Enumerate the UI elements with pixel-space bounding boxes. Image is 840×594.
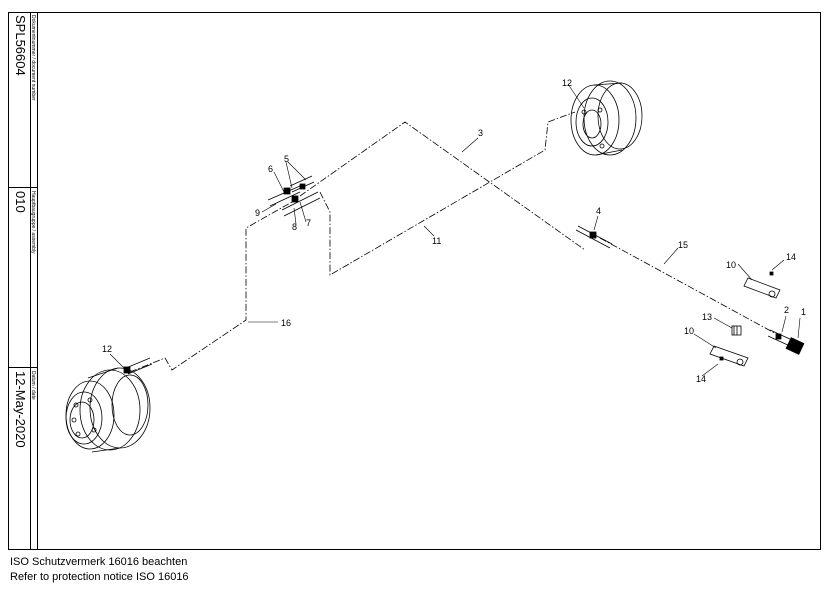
doc-number-cell: Dokumentnummer / document number SPL5660… xyxy=(8,12,37,188)
protection-notice-en: Refer to protection notice ISO 16016 xyxy=(10,571,189,583)
pipe-line-15 xyxy=(599,237,781,337)
drawing-frame xyxy=(8,12,821,550)
date-cell: Datum / date 12-May-2020 xyxy=(8,368,37,549)
gear-part-13 xyxy=(731,325,742,336)
pipe-line-3 xyxy=(299,121,586,251)
callout-9: 9 xyxy=(255,208,260,218)
plug-parts-1-2 xyxy=(767,329,805,355)
protection-notice-de: ISO Schutzvermerk 16016 beachten xyxy=(10,556,188,568)
callout-5: 5 xyxy=(284,154,289,164)
callout-12-left: 12 xyxy=(102,344,112,354)
title-block: Dokumentnummer / document number SPL5660… xyxy=(8,12,38,550)
callout-4: 4 xyxy=(596,206,601,216)
callout-6: 6 xyxy=(268,164,273,174)
fitting-cluster xyxy=(267,175,321,217)
callout-16: 16 xyxy=(281,318,291,328)
pipe-line-11 xyxy=(319,111,576,276)
callout-10-lower: 10 xyxy=(684,326,694,336)
drum-left xyxy=(65,367,151,453)
callout-11: 11 xyxy=(432,236,441,246)
bracket-part-10-lower xyxy=(709,345,749,367)
callout-3: 3 xyxy=(478,128,483,138)
bracket-part-10-upper xyxy=(743,271,781,299)
callout-2: 2 xyxy=(784,305,789,315)
callout-8: 8 xyxy=(292,222,297,232)
callout-12-right: 12 xyxy=(562,78,572,88)
assembly-cell: Hauptbaugruppe / assembly 010 xyxy=(8,188,37,368)
callout-1: 1 xyxy=(801,307,806,317)
callout-7: 7 xyxy=(306,218,311,228)
callout-14-upper: 14 xyxy=(786,252,796,262)
callout-15: 15 xyxy=(678,240,688,250)
hose-part-4 xyxy=(575,225,613,249)
drum-right xyxy=(570,80,643,156)
callout-13: 13 xyxy=(702,312,712,322)
fitting-part-12-left xyxy=(123,357,153,375)
callout-14-lower: 14 xyxy=(696,374,706,384)
callout-10-upper: 10 xyxy=(726,260,736,270)
pipe-line-16 xyxy=(129,201,293,373)
